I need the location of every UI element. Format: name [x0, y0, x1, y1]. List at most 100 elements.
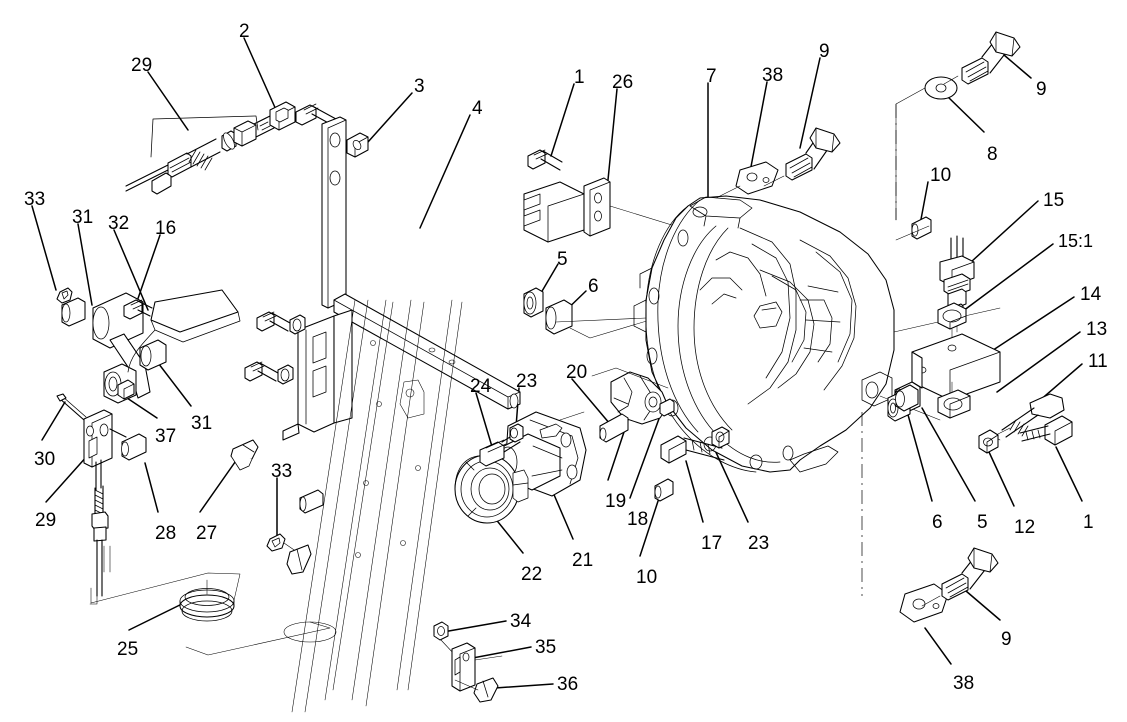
callout-number-23: 23 — [748, 533, 770, 554]
leader-line-16 — [133, 234, 161, 311]
callout-number-8: 8 — [987, 144, 998, 165]
leader-line-12 — [988, 451, 1015, 507]
leader-line-9 — [1003, 54, 1032, 79]
callout-number-14: 14 — [1080, 284, 1102, 305]
part-33-eclip-center — [266, 533, 312, 575]
leader-line-6 — [904, 403, 933, 502]
part-27-push-rivet — [230, 439, 259, 471]
part-5-6-washer-spacer-center — [523, 287, 701, 339]
part-13-bolt — [937, 389, 971, 419]
part-6-spacer-right — [895, 384, 919, 412]
callout-number-10: 10 — [636, 567, 658, 588]
callout-number-36: 36 — [557, 674, 579, 695]
part-1-bolt-right — [1019, 415, 1073, 446]
leader-line-17 — [685, 460, 704, 523]
part-33-eclip-left — [56, 287, 73, 304]
callout-number-21: 21 — [572, 550, 594, 571]
callout-number-1: 1 — [574, 67, 585, 88]
part-19-clutch-fork — [591, 367, 669, 425]
callout-number-31: 31 — [72, 207, 94, 228]
leader-line-8 — [947, 96, 985, 133]
pedal-mount-bracket — [244, 309, 353, 514]
callout-number-26: 26 — [612, 72, 634, 93]
leader-line-15-1 — [962, 243, 1054, 312]
callout-number-5: 5 — [977, 512, 988, 533]
leader-line-13 — [996, 331, 1081, 393]
leader-line-4 — [419, 114, 471, 229]
phantom-section-lines — [861, 104, 897, 596]
leader-line-20 — [571, 378, 611, 425]
callout-number-29: 29 — [35, 510, 57, 531]
leader-line-30 — [41, 401, 66, 441]
part-9-bolt-bottom-right — [921, 547, 999, 607]
leader-line-37 — [123, 395, 158, 419]
callout-number-20: 20 — [566, 362, 588, 383]
part-12-lock-nut — [978, 429, 999, 454]
callout-number-35: 35 — [535, 637, 557, 658]
callout-number-25: 25 — [117, 639, 139, 660]
leader-line-9 — [799, 57, 821, 149]
part-38-tab-plate-top — [715, 161, 779, 199]
part-9-bolt-top — [763, 127, 841, 187]
callout-number-17: 17 — [701, 533, 723, 554]
callout-number-4: 4 — [472, 98, 483, 119]
part-26-cable-bracket — [523, 149, 689, 243]
callout-number-38: 38 — [953, 673, 975, 694]
leader-line-27 — [199, 454, 241, 513]
callout-number-22: 22 — [521, 564, 543, 585]
part-15-1-switch-nut — [937, 302, 967, 349]
leader-line-1 — [550, 83, 575, 157]
leader-line-15 — [970, 200, 1039, 263]
callout-number-29: 29 — [131, 55, 153, 76]
part-38-tab-plate-bottom — [899, 583, 949, 623]
part-10-dowel-pin-lower — [654, 478, 674, 502]
callout-number-11: 11 — [1088, 351, 1108, 372]
callout-number-18: 18 — [627, 509, 649, 530]
part-29-clutch-cable-upper — [125, 101, 337, 195]
leader-line-31 — [77, 223, 93, 306]
leader-line-24 — [475, 392, 494, 451]
leader-line-38 — [924, 627, 952, 665]
callout-number-5: 5 — [557, 249, 568, 270]
callout-number-12: 12 — [1014, 517, 1036, 538]
callout-number-2: 2 — [239, 21, 250, 42]
leader-line-18 — [629, 415, 661, 499]
part-23-lock-washer-lower — [711, 426, 730, 449]
part-18-pivot-pin — [659, 398, 675, 417]
callout-number-37: 37 — [155, 426, 177, 447]
leader-line-5 — [921, 407, 976, 502]
part-32-pedal-arm — [92, 289, 241, 404]
part-22-release-bearing — [454, 454, 529, 524]
leader-line-38 — [749, 81, 768, 173]
callout-number-33: 33 — [24, 189, 46, 210]
leader-line-21 — [551, 489, 574, 540]
leader-line-2 — [243, 37, 278, 113]
part-24-bolt-flange — [479, 431, 521, 467]
callout-number-16: 16 — [155, 218, 177, 239]
callout-number-6: 6 — [588, 276, 599, 297]
leader-line-1 — [1055, 446, 1083, 502]
callout-number-13: 13 — [1086, 319, 1108, 340]
leader-line-10 — [639, 491, 662, 557]
callout-number-9: 9 — [1001, 629, 1012, 650]
leader-line-36 — [494, 683, 554, 689]
leader-line-26 — [606, 88, 618, 191]
part-34-35-36-stop-bracket — [433, 621, 503, 703]
part-9-bolt-top-right — [943, 31, 1021, 85]
callout-number-27: 27 — [196, 523, 218, 544]
part-10-dowel-pin-upper — [895, 216, 932, 241]
callout-number-9: 9 — [1036, 79, 1047, 100]
callout-number-31: 31 — [191, 413, 213, 434]
leader-line-14 — [980, 296, 1075, 359]
part-25-floor-grommet — [179, 579, 235, 622]
part-4-cross-shaft — [321, 116, 521, 410]
floor-panel-tunnel — [90, 299, 463, 713]
callout-number-24: 24 — [470, 376, 492, 397]
part-8-washer-top-right — [895, 76, 958, 221]
leader-line-34 — [442, 620, 507, 633]
part-23-lock-washer-center — [509, 423, 524, 443]
callout-number-3: 3 — [414, 76, 425, 97]
callout-number-19: 19 — [605, 491, 627, 512]
